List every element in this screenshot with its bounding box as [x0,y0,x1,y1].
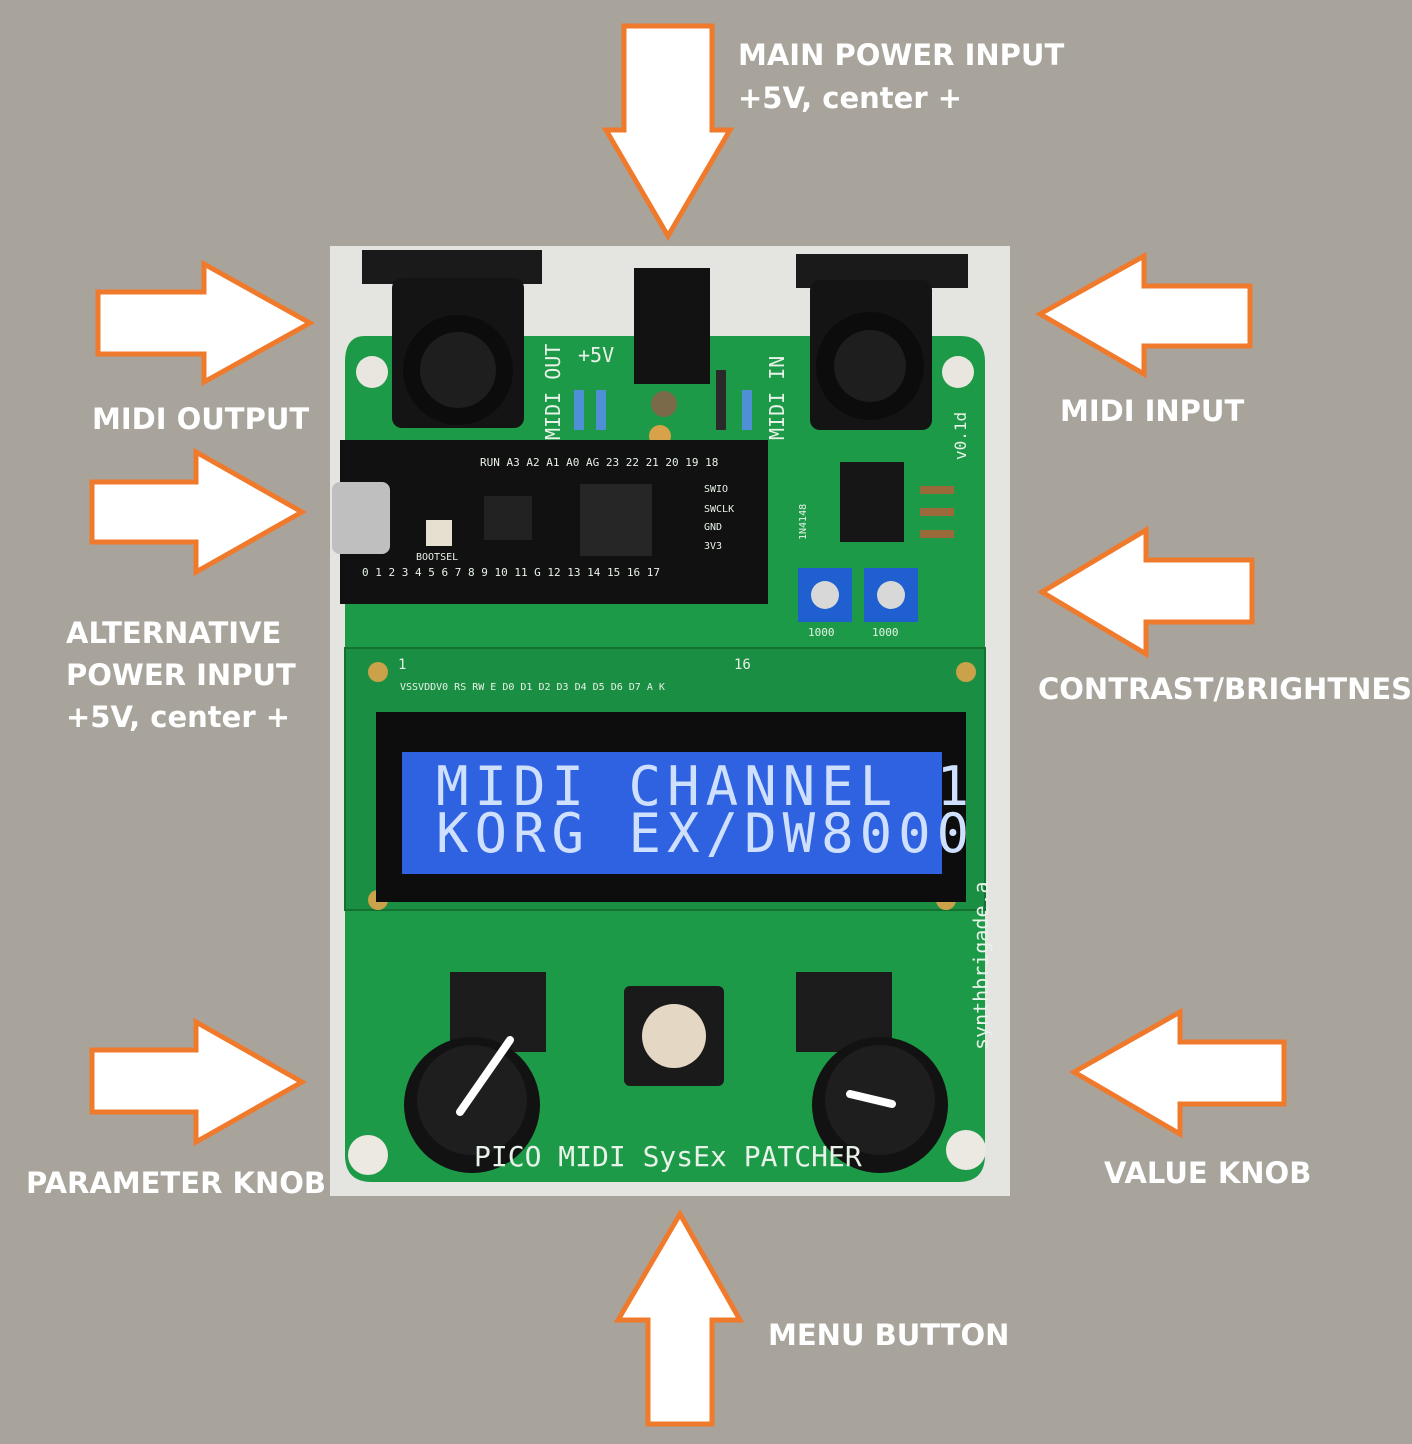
mcu-pin-gnd: GND [704,522,722,533]
silk-power: +5V [578,343,614,367]
mount-hole-tr [942,356,974,388]
lcd-line-2: KORG EX/DW8000 [436,802,975,865]
parameter-knob-body [404,972,546,1173]
main-power-label: MAIN POWER INPUT +5V, center + [738,34,1064,120]
lcd-line-1: MIDI CHANNEL 1 [436,755,975,818]
bootsel-label: BOOTSEL [416,552,458,563]
pot-value-left: 1000 [808,626,835,639]
mcu-pins-bottom: 0 1 2 3 4 5 6 7 8 9 10 11 G 12 13 14 15 … [362,566,660,579]
value-knob-body [796,972,948,1173]
silk-midi-out: MIDI OUT [541,344,565,440]
mount-hole-tl [356,356,388,388]
lcd-pin-last: 16 [734,657,751,673]
mcu-pin-3v3: 3V3 [704,541,722,552]
menu-button-body [624,986,724,1086]
contrast-brightness-label: CONTRAST/BRIGHTNESS [1038,672,1412,706]
menu-button-label: MENU BUTTON [768,1318,1010,1352]
mount-hole-bl [348,1135,388,1175]
silk-midi-in: MIDI IN [765,356,789,440]
dc-jack [634,268,710,417]
silk-version: v0.1d [951,412,970,460]
main-power-label-line1: MAIN POWER INPUT [738,38,1065,72]
value-knob-label: VALUE KNOB [1104,1156,1312,1190]
trimmer-pots: 1000 1000 [798,568,918,639]
alt-power-label: ALTERNATIVE POWER INPUT +5V, center + [66,612,296,738]
mcu-pins-top: RUN A3 A2 A1 A0 AG 23 22 21 20 19 18 [480,456,718,469]
mcu-pin-swclk: SWCLK [704,504,734,515]
pot-value-right: 1000 [872,626,899,639]
mcu-pin-swio: SWIO [704,484,728,495]
silk-title: PICO MIDI SysEx PATCHER [474,1140,862,1173]
alt-power-label-line1: ALTERNATIVE [66,616,282,650]
silk-brand: synthbrigade.a [969,881,993,1050]
midi-input-label: MIDI INPUT [1060,394,1245,428]
parameter-knob-label: PARAMETER KNOB [26,1166,326,1200]
alt-power-label-line3: +5V, center + [66,700,291,734]
silk-diode: 1N4148 [798,504,809,540]
lcd-pin-first: 1 [398,657,406,673]
midi-output-label: MIDI OUTPUT [92,402,310,436]
midi-out-connector [362,250,542,428]
pico-board: RUN A3 A2 A1 A0 AG 23 22 21 20 19 18 0 1… [332,440,768,604]
lcd-pin-labels: VSSVDDV0 RS RW E D0 D1 D2 D3 D4 D5 D6 D7… [400,682,665,693]
alt-power-label-line2: POWER INPUT [66,658,296,692]
main-power-label-line2: +5V, center + [738,81,963,115]
mount-hole-br [946,1130,986,1170]
lcd-module: 1 16 VSSVDDV0 RS RW E D0 D1 D2 D3 D4 D5 … [344,647,986,911]
midi-in-connector [796,254,968,430]
